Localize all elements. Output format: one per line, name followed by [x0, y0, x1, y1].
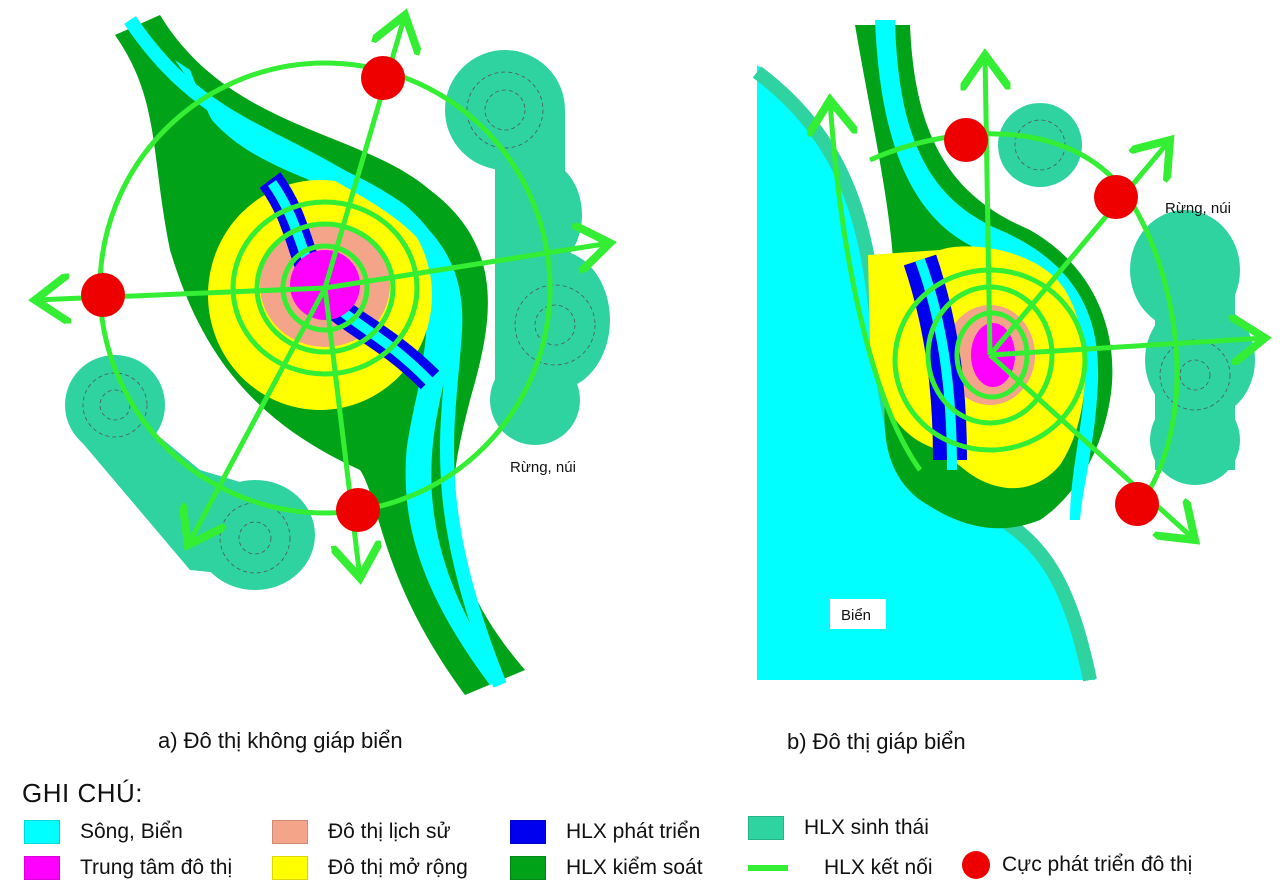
diagram-b: Biển Rừng, núi: [752, 20, 1265, 682]
forest-patch-ne: [445, 50, 610, 445]
legend-label-connect-belt: HLX kết nối: [824, 856, 933, 879]
legend-label-historic: Đô thị lịch sử: [328, 820, 451, 843]
legend-title: GHI CHÚ:: [22, 778, 143, 808]
sea-label: Biển: [841, 607, 871, 624]
river-b: [875, 20, 1099, 520]
pole-b-southeast: [1115, 482, 1159, 526]
eco-belt-b: [998, 103, 1255, 485]
legend-swatch-dev-belt: [510, 820, 546, 844]
legend-label-eco-belt: HLX sinh thái: [804, 816, 929, 839]
pole-a-north: [361, 56, 405, 100]
caption-a: a) Đô thị không giáp biển: [158, 728, 403, 753]
legend-label-control-belt: HLX kiểm soát: [566, 856, 703, 879]
pole-a-south: [336, 488, 380, 532]
legend-label-dev-belt: HLX phát triển: [566, 820, 701, 843]
legend-item-connect-belt: HLX kết nối: [748, 856, 933, 880]
legend-swatch-pole: [962, 851, 990, 879]
city-body-a: [115, 15, 525, 695]
legend-label-river: Sông, Biển: [80, 820, 183, 843]
legend-swatch-river: [24, 820, 60, 844]
diagram-a: Rừng, núi: [35, 15, 610, 695]
legend-swatch-eco-belt: [748, 816, 784, 840]
river-channel-a-upper: [124, 16, 507, 688]
poles-a: [81, 56, 405, 532]
legend-label-center: Trung tâm đô thị: [80, 856, 233, 879]
caption-b: b) Đô thị giáp biển: [787, 729, 966, 754]
legend-swatch-historic: [272, 820, 308, 844]
legend-label-pole: Cực phát triển đô thị: [1002, 853, 1193, 876]
pole-b-north: [944, 118, 988, 162]
legend-item-river: Sông, Biển: [24, 820, 183, 844]
pole-b-northeast: [1094, 175, 1138, 219]
eco-belt-a: [65, 50, 610, 590]
poles-b: [944, 118, 1159, 526]
legend-label-expansion: Đô thị mở rộng: [328, 856, 468, 879]
legend-swatch-expansion: [272, 856, 308, 880]
legend-swatch-control-belt: [510, 856, 546, 880]
river-a-outer: [175, 60, 505, 685]
forest-label-a: Rừng, núi: [510, 459, 576, 476]
legend-item-eco-belt: HLX sinh thái: [748, 816, 929, 840]
sea-label-box: [830, 599, 886, 629]
legend-item-historic: Đô thị lịch sử: [272, 820, 451, 844]
legend-item-pole: Cực phát triển đô thị: [962, 851, 1192, 879]
legend-item-control-belt: HLX kiểm soát: [510, 856, 703, 880]
pole-a-west: [81, 273, 125, 317]
forest-label-b: Rừng, núi: [1165, 200, 1231, 217]
legend-swatch-center: [24, 856, 60, 880]
legend-item-center: Trung tâm đô thị: [24, 856, 232, 880]
legend-swatch-connect-belt: [748, 865, 788, 871]
legend-item-expansion: Đô thị mở rộng: [272, 856, 468, 880]
legend-item-dev-belt: HLX phát triển: [510, 820, 700, 844]
